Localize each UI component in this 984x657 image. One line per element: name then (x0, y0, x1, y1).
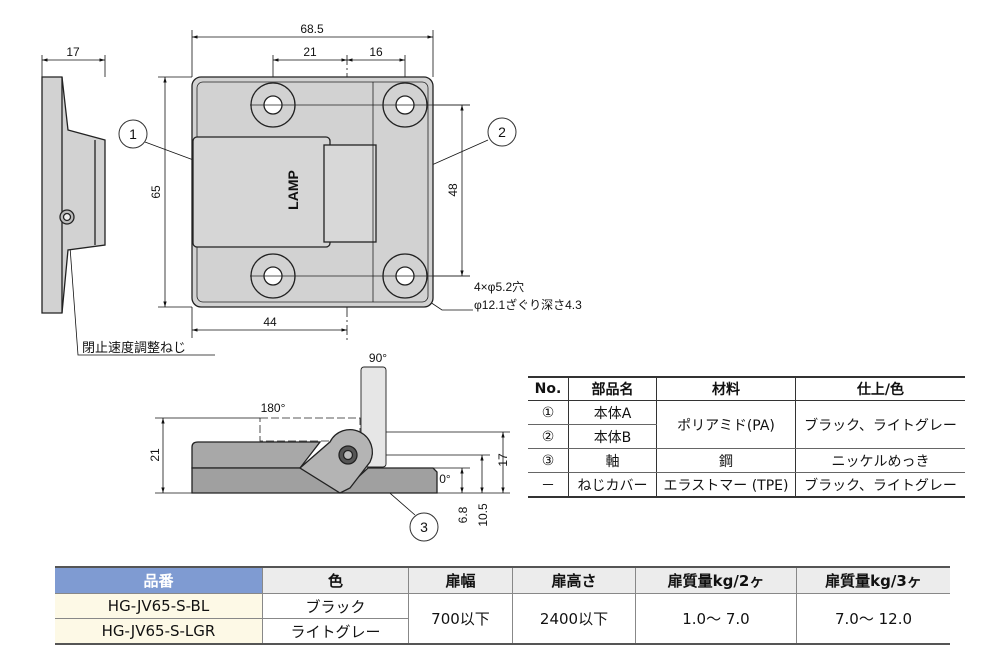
dimension-labels: 68.5 21 16 17 65 48 44 21 6.8 10.5 17 90… (66, 22, 582, 535)
dim-48: 48 (446, 183, 460, 197)
part-number: HG-JV65-S-LGR (55, 618, 263, 644)
part-name: 本体B (568, 424, 657, 449)
parts-table: No. 部品名 材料 仕上/色 ① 本体A ポリアミド(PA) ブラック、ライト… (528, 376, 965, 498)
door-height: 2400以下 (512, 593, 636, 644)
col-door-width: 扉幅 (408, 567, 513, 594)
col-finish: 仕上/色 (795, 377, 965, 401)
col-mass-3: 扉質量kg/3ヶ (796, 567, 950, 594)
part-number: HG-JV65-S-BL (55, 593, 263, 619)
col-part-number: 品番 (55, 567, 263, 594)
part-material: 鋼 (656, 448, 796, 473)
part-name: 軸 (568, 448, 657, 473)
callout-3: 3 (420, 519, 428, 535)
angle-0: 0° (439, 472, 451, 486)
table-row: ② 本体B (528, 424, 965, 449)
dim-overall-width: 68.5 (300, 22, 324, 36)
hinge-knuckle (323, 144, 377, 243)
part-no: ② (528, 424, 569, 449)
door-width: 700以下 (408, 593, 513, 644)
table-row: － ねじカバー エラストマー (TPE) ブラック、ライトグレー (528, 472, 965, 498)
col-door-height: 扉高さ (512, 567, 636, 594)
part-finish: ブラック、ライトグレー (795, 400, 965, 449)
door-mass-2: 1.0～ 7.0 (635, 593, 797, 644)
dim-17: 17 (496, 453, 510, 467)
part-no: － (528, 472, 569, 498)
dim-21: 21 (303, 45, 317, 59)
callout-2: 2 (498, 124, 506, 140)
part-name: ねじカバー (568, 472, 657, 498)
color: ブラック (262, 593, 409, 619)
col-mass-2: 扉質量kg/2ヶ (635, 567, 797, 594)
front-view: LAMP (191, 76, 470, 308)
technical-drawing: LAMP 68.5 21 16 17 65 48 44 21 6.8 10.5 … (41, 22, 582, 542)
table-row: ③ 軸 鋼 ニッケルめっき (528, 448, 965, 473)
col-part-name: 部品名 (568, 377, 657, 401)
dim-65: 65 (149, 185, 163, 199)
col-material: 材料 (656, 377, 796, 401)
screw-label: 閉止速度調整ねじ (82, 340, 186, 355)
body-a (192, 136, 331, 248)
part-no: ③ (528, 448, 569, 473)
part-material: ポリアミド(PA) (656, 400, 796, 449)
table-row: ① 本体A ポリアミド(PA) ブラック、ライトグレー (528, 400, 965, 449)
part-finish: ニッケルめっき (795, 448, 965, 473)
hole-note: 4×φ5.2穴 (474, 279, 524, 294)
dim-6-8: 6.8 (456, 506, 470, 523)
col-no: No. (528, 377, 569, 401)
angle-180: 180° (261, 401, 286, 415)
spec-table: 品番 色 扉幅 扉高さ 扉質量kg/2ヶ 扉質量kg/3ヶ HG-JV65-S-… (55, 566, 950, 645)
table-row: HG-JV65-S-LGR ライトグレー (55, 618, 950, 644)
counterbore-note: φ12.1ざぐり深さ4.3 (474, 297, 582, 312)
part-no: ① (528, 400, 569, 425)
dim-44: 44 (263, 315, 277, 329)
dim-17-side: 17 (66, 45, 80, 59)
dim-16: 16 (369, 45, 383, 59)
lamp-logo: LAMP (285, 170, 301, 210)
angle-90: 90° (369, 351, 387, 365)
callouts (118, 117, 517, 542)
dim-21-open: 21 (148, 448, 162, 462)
part-material: エラストマー (TPE) (656, 472, 796, 498)
part-name: 本体A (568, 400, 657, 425)
dim-10-5: 10.5 (476, 503, 490, 527)
bottom-side-view (191, 366, 438, 494)
side-view (41, 76, 106, 314)
part-finish: ブラック、ライトグレー (795, 472, 965, 498)
col-color: 色 (262, 567, 409, 594)
table-row: HG-JV65-S-BL ブラック 700以下 2400以下 1.0～ 7.0 … (55, 593, 950, 644)
callout-1: 1 (129, 126, 137, 142)
color: ライトグレー (262, 618, 409, 644)
door-mass-3: 7.0～ 12.0 (796, 593, 950, 644)
